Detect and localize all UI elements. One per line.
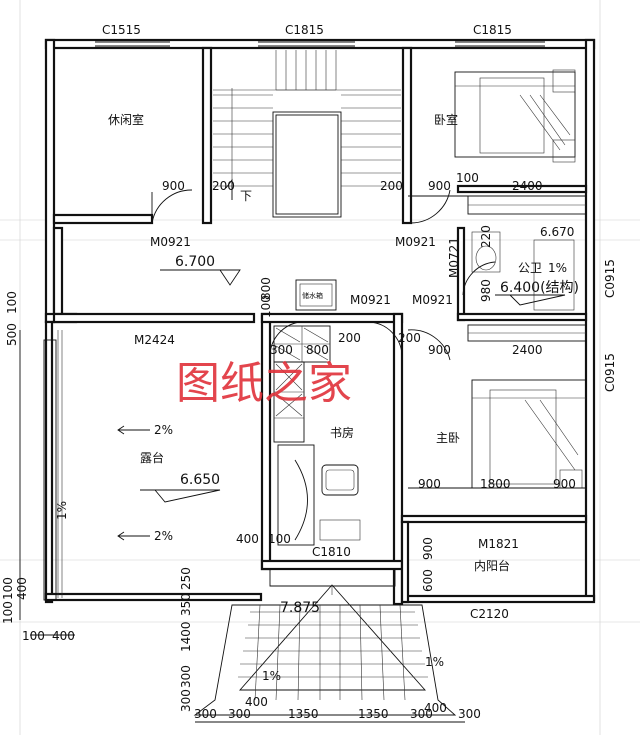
- elevation-terrace: 6.650: [180, 472, 220, 488]
- room-master-label: 主卧: [436, 431, 460, 445]
- dim-300-b1: 300: [194, 707, 217, 721]
- dim-900-c: 900: [428, 343, 451, 357]
- tank-label: 储水箱: [302, 291, 323, 300]
- study-furniture: [273, 325, 361, 546]
- dim-300: 300: [270, 343, 293, 357]
- door-m0721-bath-label: M0721: [447, 237, 461, 278]
- elevation-hall: 6.700: [175, 254, 215, 270]
- dim-900-b: 900: [428, 179, 451, 193]
- interior-walls: [52, 46, 588, 606]
- dim-1350-b: 1350: [358, 707, 389, 721]
- stair-down-label: 下: [240, 189, 252, 203]
- dim-100-s: 100: [268, 532, 291, 546]
- dim-100-bl: 100: [22, 629, 45, 643]
- window-c1815-mid-label: C1815: [285, 23, 324, 37]
- dim-980: 980: [479, 279, 493, 302]
- dim-1400: 1400: [179, 621, 193, 652]
- room-lounge-label: 休闲室: [108, 112, 144, 127]
- dim-800-h: 800: [306, 343, 329, 357]
- dim-900-m1: 900: [418, 477, 441, 491]
- bedroom-bed: [454, 69, 576, 163]
- dim-300-b2: 300: [228, 707, 251, 721]
- dim-500-l: 500: [5, 323, 19, 346]
- dim-2400-a: 2400: [512, 179, 543, 193]
- dim-200-a: 200: [212, 179, 235, 193]
- dim-400-l: 400: [15, 577, 29, 600]
- elevation-bath: 6.400(结构): [500, 280, 579, 296]
- door-m0921-bedroom-label: M0921: [395, 235, 436, 249]
- dim-600-bal: 600: [421, 569, 435, 592]
- door-m2424-label: M2424: [134, 333, 175, 347]
- elevation-markers: [140, 269, 566, 503]
- slope-terrace-1: 2%: [154, 423, 173, 437]
- dim-1350-a: 1350: [288, 707, 319, 721]
- terrace-railing: [43, 330, 63, 601]
- window-c1515-label: C1515: [102, 23, 141, 37]
- dim-300-v2: 300: [179, 689, 193, 712]
- dim-200-b: 200: [380, 179, 403, 193]
- slope-arrows: [117, 425, 150, 541]
- slope-bath: 1%: [548, 261, 567, 275]
- window-c2120-label: C2120: [470, 607, 509, 621]
- dim-400-b2: 400: [424, 701, 447, 715]
- door-m0921-master-label: M0921: [412, 293, 453, 307]
- elevation-porch: 7.875: [280, 600, 320, 616]
- top-windows: [95, 41, 545, 47]
- room-bedroom-label: 卧室: [434, 112, 458, 127]
- window-c1810-label: C1810: [312, 545, 351, 559]
- elevation-bath-top: 6.670: [540, 225, 574, 239]
- dim-100-a: 100: [456, 171, 479, 185]
- dim-200-c: 200: [338, 331, 361, 345]
- stair: [213, 50, 401, 218]
- dimension-lines: [19, 195, 586, 723]
- dim-300-b3: 300: [410, 707, 433, 721]
- dim-200-d: 200: [398, 331, 421, 345]
- bath-fixtures: [471, 231, 575, 311]
- dim-400-b1: 400: [245, 695, 268, 709]
- window-c0915-master-label: C0915: [603, 353, 617, 392]
- dim-400-s: 400: [236, 532, 259, 546]
- watermark: 图纸之家: [176, 358, 352, 409]
- dim-300-b4: 300: [458, 707, 481, 721]
- dim-2400-b: 2400: [512, 343, 543, 357]
- dim-100-l3: 100: [1, 601, 15, 624]
- dim-800-v: 800: [259, 277, 273, 300]
- dim-300-v1: 300: [179, 665, 193, 688]
- dim-400-bl: 400: [52, 629, 75, 643]
- door-swings: [151, 189, 496, 361]
- master-bed: [471, 379, 587, 489]
- dim-250: 250: [179, 567, 193, 590]
- dim-900-bal: 900: [421, 537, 435, 560]
- room-balcony-label: 内阳台: [474, 558, 510, 573]
- window-c0915-bath-label: C0915: [603, 259, 617, 298]
- slope-terrace-edge: 1%: [55, 501, 69, 520]
- room-study-label: 书房: [330, 425, 354, 440]
- dim-100-l2: 100: [1, 577, 15, 600]
- dim-100-v: 100: [259, 295, 273, 318]
- dim-350: 350: [179, 593, 193, 616]
- slope-porch-left: 1%: [262, 669, 281, 683]
- dim-100-l: 100: [5, 291, 19, 314]
- dim-900-m2: 900: [553, 477, 576, 491]
- door-m0921-study-label: M0921: [350, 293, 391, 307]
- slope-terrace-2: 2%: [154, 529, 173, 543]
- window-c1815-right-label: C1815: [473, 23, 512, 37]
- dim-900-a: 900: [162, 179, 185, 193]
- door-m1821-label: M1821: [478, 537, 519, 551]
- room-terrace-label: 露台: [140, 450, 164, 465]
- water-tank: [295, 279, 337, 311]
- dim-220: 220: [479, 225, 493, 248]
- door-m0921-lounge-label: M0921: [150, 235, 191, 249]
- dim-1800-m: 1800: [480, 477, 511, 491]
- slope-porch-right: 1%: [425, 655, 444, 669]
- room-public-bath-label: 公卫: [518, 261, 542, 275]
- porch-roof: [193, 570, 457, 716]
